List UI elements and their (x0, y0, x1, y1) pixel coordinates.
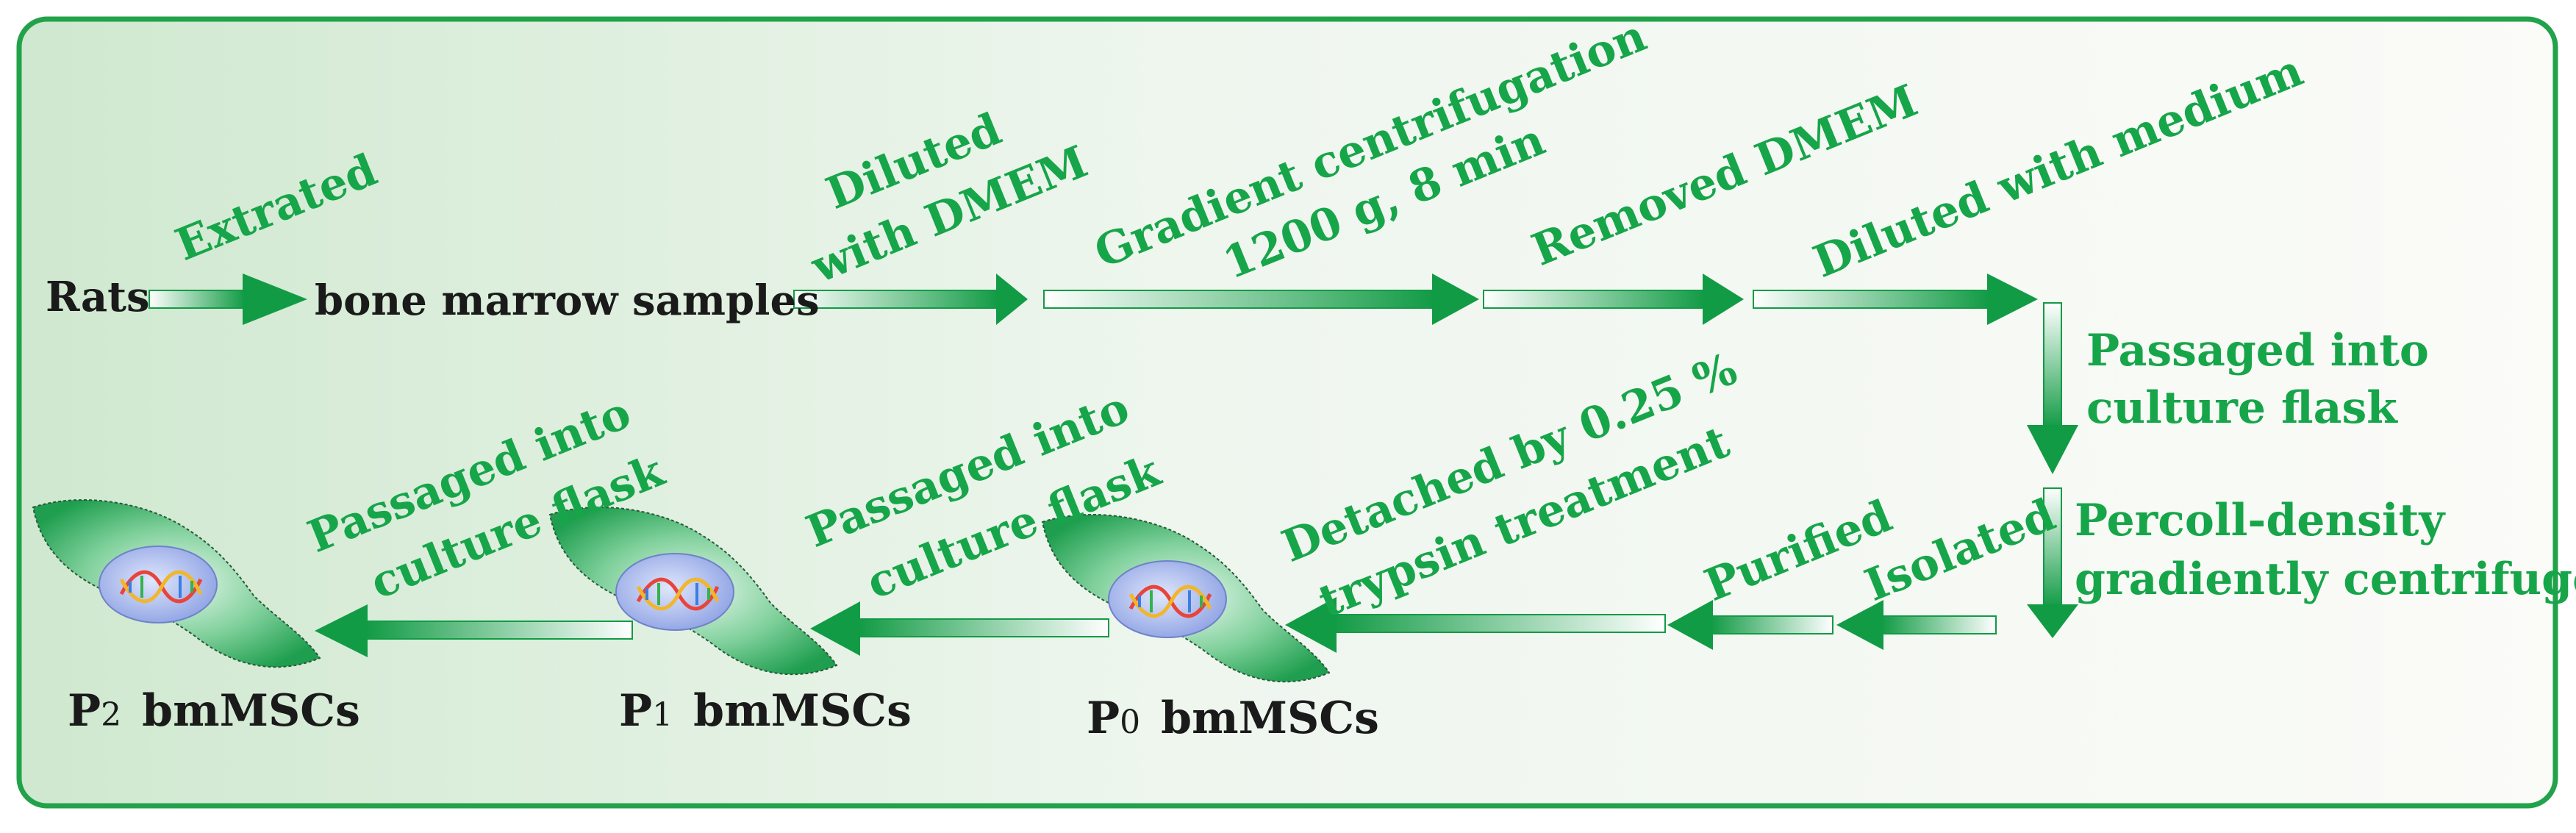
node-p2-bmscs: P2 bmMSCs (68, 685, 360, 737)
arrow-right-icon (1483, 274, 1744, 325)
arrow-down-icon (2027, 487, 2078, 638)
step-passaged-flask-line1: Passaged into (2086, 325, 2429, 376)
node-bone-marrow-samples: bone marrow samples (315, 276, 820, 325)
p0-suffix: bmMSCs (1161, 693, 1379, 744)
arrow-left-icon (1667, 600, 1833, 650)
arrow-down-icon (2027, 302, 2078, 474)
step-passaged-flask-line2: culture flask (2086, 382, 2398, 434)
arrow-left-icon (1836, 600, 1997, 650)
node-p1-bmscs: P1 bmMSCs (619, 685, 912, 737)
p2-subscript: 2 (101, 696, 121, 734)
p2-suffix: bmMSCs (142, 685, 360, 737)
arrow-left-icon (1285, 597, 1666, 653)
arrow-right-icon (793, 274, 1028, 325)
arrow-left-icon (810, 601, 1109, 656)
p0-subscript: 0 (1120, 704, 1140, 741)
arrow-right-icon (1043, 274, 1479, 325)
node-rats: Rats (46, 273, 150, 321)
arrow-right-icon (1753, 274, 2038, 325)
p1-subscript: 1 (652, 696, 673, 734)
p0-prefix: P (1087, 693, 1120, 744)
p2-prefix: P (68, 685, 101, 737)
step-percoll-line2: gradiently centrifuged (2075, 554, 2576, 605)
arrow-right-icon (149, 274, 307, 325)
node-p0-bmscs: P0 bmMSCs (1087, 693, 1379, 744)
step-percoll-line1: Percoll-density (2075, 495, 2446, 546)
p1-prefix: P (619, 685, 652, 737)
p1-suffix: bmMSCs (693, 685, 912, 737)
arrow-left-icon (315, 604, 633, 657)
